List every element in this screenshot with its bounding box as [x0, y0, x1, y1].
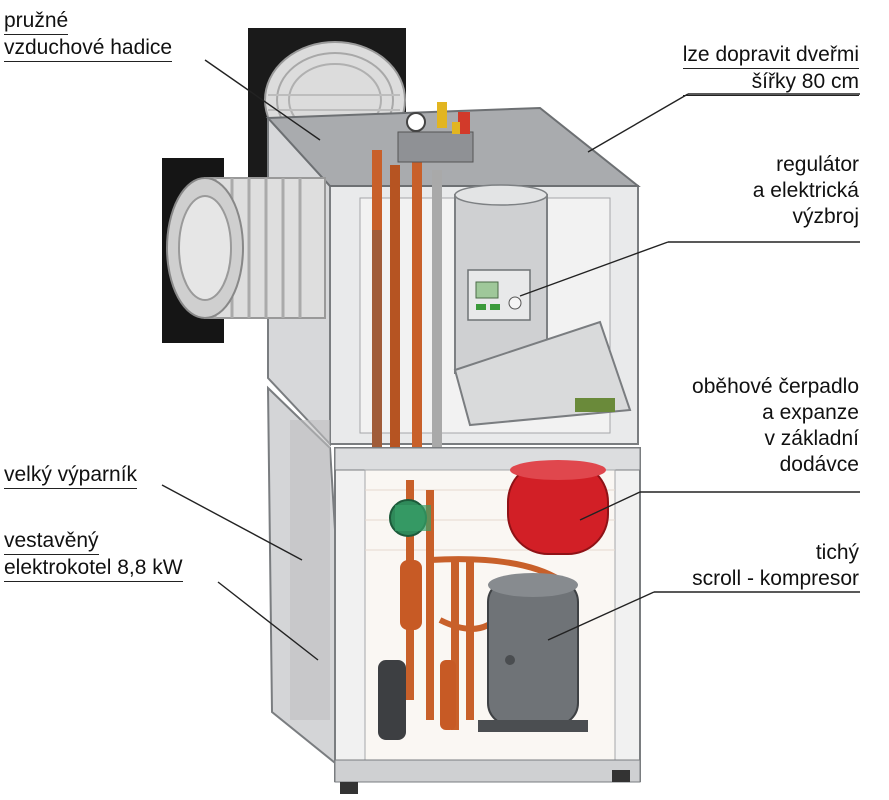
label-pump-line2: a expanze — [762, 401, 859, 424]
controller-unit — [454, 184, 548, 374]
expansion-tank — [507, 460, 609, 555]
front-air-hose — [166, 177, 326, 319]
label-compressor-line2: scroll - kompresor — [692, 567, 859, 590]
upper-copper-pipes — [372, 150, 442, 450]
label-door-line1: lze dopravit dveřmi — [682, 42, 859, 69]
label-compressor-line1: tichý — [815, 541, 859, 564]
leader-compressor-diag — [547, 591, 655, 641]
label-boiler-line2: elektrokotel 8,8 kW — [4, 555, 183, 582]
label-hoses-line2: vzduchové hadice — [4, 35, 173, 62]
accumulator — [378, 660, 406, 740]
leader-regulator-diag — [519, 241, 669, 297]
label-regulator: regulátor a elektrická výzbroj — [753, 152, 859, 230]
leader-pump-diag — [579, 491, 641, 521]
label-circulation-pump: oběhové čerpadlo a expanze v základní do… — [692, 374, 859, 478]
top-valves — [397, 102, 474, 163]
label-boiler-line1: vestavěný — [4, 528, 99, 555]
leader-hoses — [204, 59, 321, 141]
label-electric-boiler: vestavěný elektrokotel 8,8 kW — [4, 528, 183, 582]
label-door-line2: šířky 80 cm — [682, 69, 859, 96]
label-hoses-line1: pružné — [4, 8, 69, 35]
label-compressor: tichý scroll - kompresor — [692, 540, 859, 592]
label-regulator-line1: regulátor — [776, 153, 859, 176]
label-evaporator-line1: velký výparník — [4, 462, 138, 489]
label-pump-line1: oběhové čerpadlo — [692, 375, 859, 398]
label-door-transport: lze dopravit dveřmi šířky 80 cm — [682, 42, 859, 96]
leader-door-diag — [587, 93, 689, 153]
scroll-compressor — [478, 573, 588, 732]
label-flexible-air-hoses: pružné vzduchové hadice — [4, 8, 173, 62]
label-pump-line3: v základní — [764, 427, 859, 450]
leader-boiler — [217, 581, 319, 661]
label-pump-line4: dodávce — [779, 453, 859, 476]
circulation-pump — [389, 499, 431, 537]
leader-evaporator — [161, 484, 303, 561]
label-regulator-line3: výzbroj — [792, 205, 859, 228]
label-evaporator: velký výparník — [4, 462, 138, 489]
label-regulator-line2: a elektrická — [752, 179, 859, 202]
